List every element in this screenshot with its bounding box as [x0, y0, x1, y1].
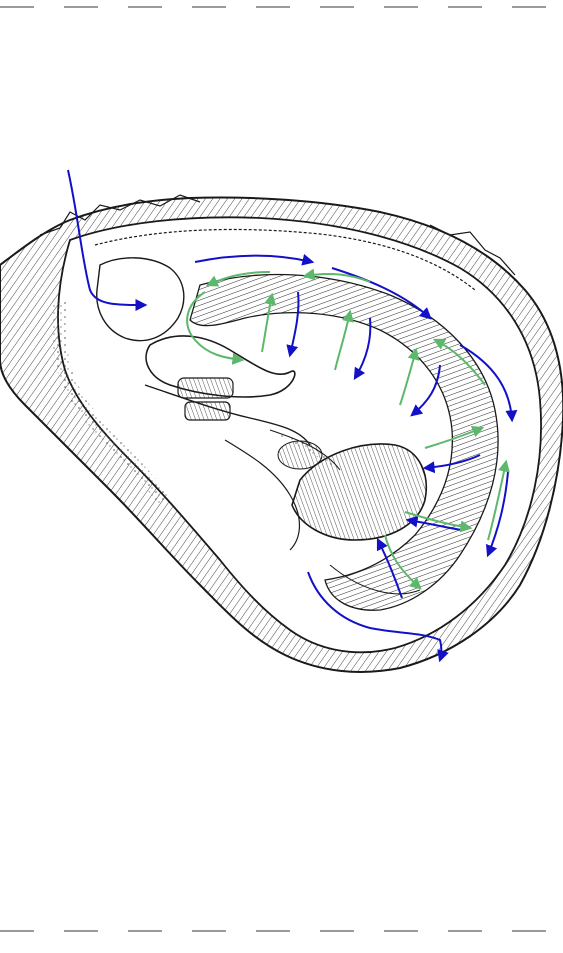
oyster-illustration — [0, 0, 563, 953]
figure-canvas — [0, 0, 563, 953]
